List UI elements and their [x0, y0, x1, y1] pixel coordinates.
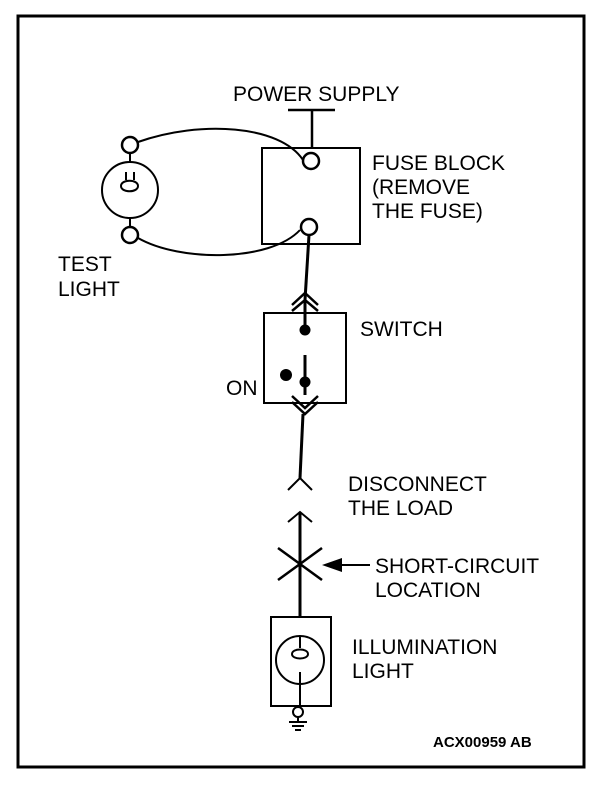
wire-switch-to-disconnect — [298, 413, 305, 479]
figure-code: ACX00959 AB — [433, 734, 532, 751]
switch-on-label: ON — [226, 377, 258, 400]
fuse-block-label-line3: THE FUSE) — [372, 200, 483, 223]
fuse-block — [261, 147, 361, 245]
fuse-block-label-line1: FUSE BLOCK — [372, 152, 506, 175]
connector-bottom — [291, 395, 319, 416]
illumination-label-line1: ILLUMINATION — [352, 636, 498, 659]
short-circuit-arrow — [322, 558, 370, 572]
ground-symbol — [289, 717, 307, 731]
short-circuit-label-line2: LOCATION — [375, 579, 481, 602]
test-light-label-line2: LIGHT — [58, 278, 120, 301]
disconnect-label-line2: THE LOAD — [348, 497, 454, 520]
diagram-border — [16, 14, 586, 769]
wire-fuse-to-switch — [303, 234, 311, 301]
illumination-label-line2: LIGHT — [352, 660, 414, 683]
switch-label: SWITCH — [360, 318, 443, 341]
short-circuit-mark — [277, 546, 323, 582]
test-light-label-line1: TEST — [58, 253, 112, 276]
fuse-block-label-line2: (REMOVE — [372, 176, 471, 199]
short-circuit-label-line1: SHORT-CIRCUIT — [375, 555, 540, 578]
switch — [263, 300, 347, 404]
power-supply-label: POWER SUPPLY — [233, 83, 400, 106]
test-light-bulb — [101, 135, 159, 245]
illumination-light — [270, 616, 332, 718]
disconnect-label-line1: DISCONNECT — [348, 473, 487, 496]
test-light-leads — [137, 127, 304, 257]
